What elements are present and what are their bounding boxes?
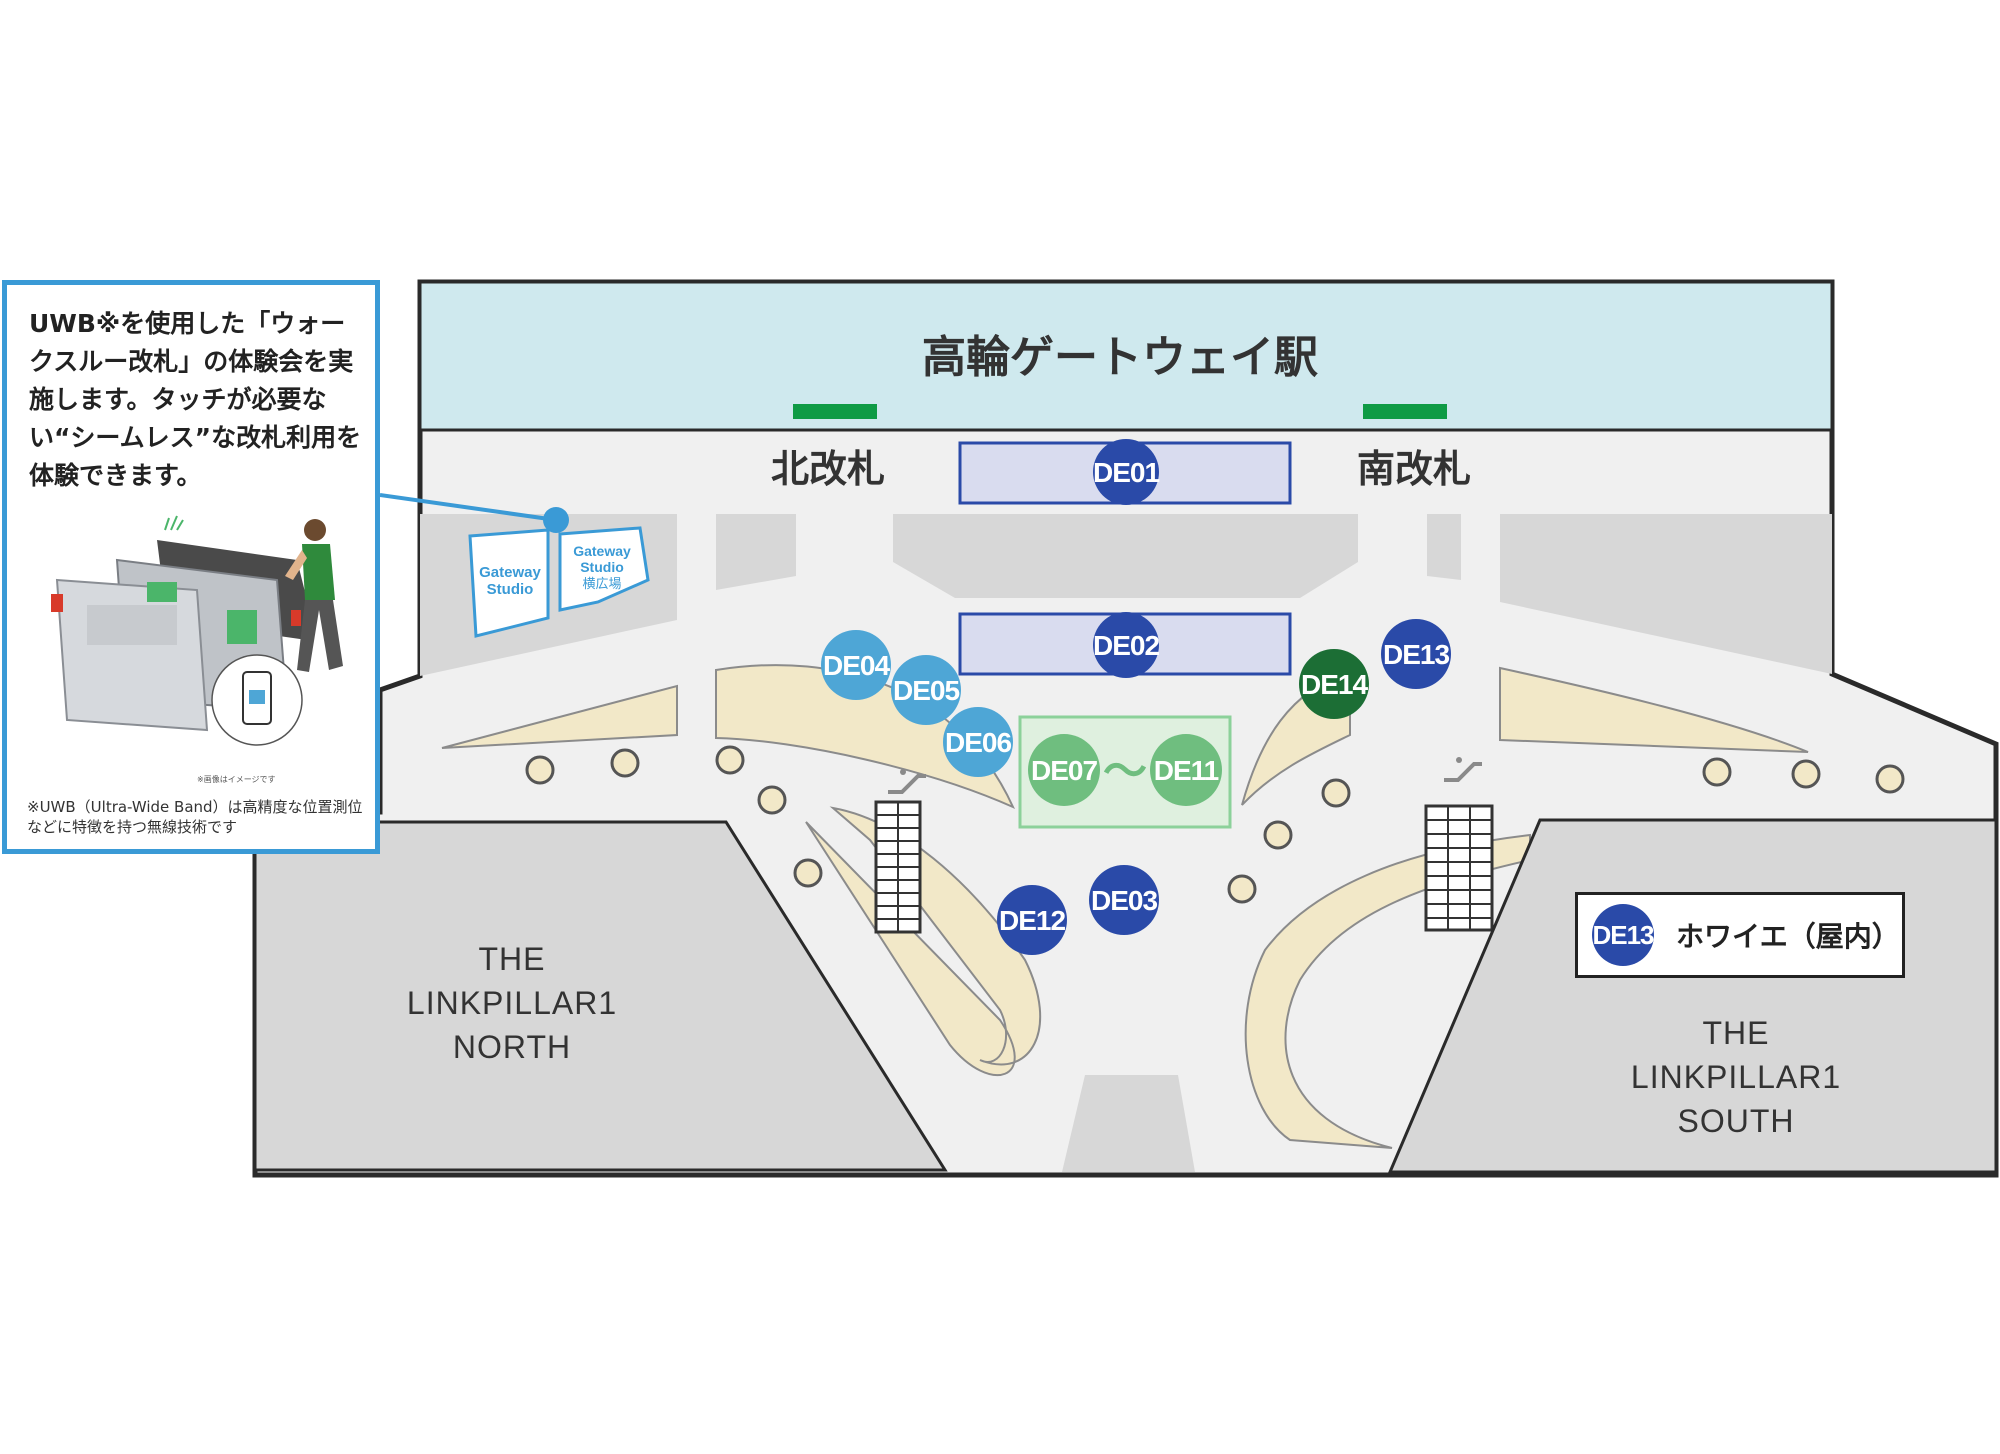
- block-south-pillar: [1427, 514, 1461, 580]
- spot-de12[interactable]: DE12: [997, 885, 1067, 955]
- column: [610, 748, 640, 778]
- escalator-icon-south: [1444, 757, 1482, 782]
- column: [525, 755, 555, 785]
- block-center: [893, 514, 1358, 598]
- info-callout: UWB※を使用した「ウォークスルー改札」の体験会を実施します。タッチが必要ない“…: [2, 280, 380, 854]
- gateway-studio-label: Gateway: [479, 564, 541, 581]
- image-note: ※画像はイメージです: [197, 775, 276, 784]
- path-south-wing: [1499, 666, 1809, 753]
- svg-text:DE03: DE03: [1091, 885, 1157, 916]
- column: [1875, 764, 1905, 794]
- gateway-studio-side-shape: [558, 526, 650, 612]
- gateway-studio-side-line2: Studio: [580, 559, 624, 575]
- north-building-line3: NORTH: [453, 1029, 571, 1065]
- south-gate-label: 南改札: [1357, 447, 1471, 491]
- svg-text:DE12: DE12: [999, 905, 1065, 936]
- column: [793, 858, 823, 888]
- gateway-studio-shape: [468, 528, 550, 638]
- columns: [525, 745, 1905, 904]
- gateway-studio-label-2: Studio: [487, 581, 534, 598]
- south-gate-mark: [1363, 404, 1447, 419]
- block-north-pillar: [716, 514, 796, 590]
- station-band: [418, 280, 1834, 432]
- svg-text:DE07: DE07: [1031, 755, 1097, 786]
- column: [1227, 874, 1257, 904]
- svg-text:DE02: DE02: [1093, 630, 1159, 661]
- north-building-line2: LINKPILLAR1: [407, 985, 617, 1021]
- north-building-line1: THE: [479, 941, 546, 977]
- path-north-wing: [441, 684, 678, 749]
- north-gate-mark: [793, 404, 877, 419]
- column: [1263, 820, 1293, 850]
- svg-text:DE13: DE13: [1383, 639, 1449, 670]
- legend-label: ホワイエ（屋内）: [1676, 920, 1900, 953]
- spot-de04[interactable]: DE04: [821, 630, 891, 700]
- range-mark: 〜: [1103, 746, 1147, 797]
- svg-text:DE05: DE05: [893, 675, 959, 706]
- station-name: 高輪ゲートウェイ駅: [922, 332, 1318, 383]
- legend: DE13 ホワイエ（屋内）: [1575, 892, 1905, 978]
- spot-de03[interactable]: DE03: [1089, 865, 1159, 935]
- svg-text:DE11: DE11: [1154, 755, 1219, 786]
- spot-de02[interactable]: DE02: [1093, 612, 1160, 678]
- escalator-south: [1424, 804, 1494, 932]
- column: [1321, 778, 1351, 808]
- info-text: UWB※を使用した「ウォークスルー改札」の体験会を実施します。タッチが必要ない“…: [29, 309, 362, 490]
- spot-de13[interactable]: DE13: [1381, 619, 1451, 689]
- escalator-icon-north: [888, 769, 926, 794]
- column: [715, 745, 745, 775]
- spot-de07[interactable]: DE07: [1028, 734, 1100, 806]
- south-building-line2: LINKPILLAR1: [1631, 1059, 1841, 1095]
- spot-de14[interactable]: DE14: [1299, 649, 1369, 719]
- column: [1702, 757, 1732, 787]
- south-building-line1: THE: [1703, 1015, 1770, 1051]
- south-building-line3: SOUTH: [1678, 1103, 1795, 1139]
- info-footnote: ※UWB（Ultra-Wide Band）は高精度な位置測位などに特徴を持つ無線…: [27, 798, 363, 836]
- path-south-loop: [1244, 833, 1531, 1149]
- svg-text:DE01: DE01: [1093, 457, 1159, 488]
- gateway-studio-side-line3: 横広場: [582, 577, 621, 592]
- svg-text:DE06: DE06: [945, 727, 1011, 758]
- spot-de01[interactable]: DE01: [1093, 439, 1160, 505]
- spot-de11[interactable]: DE11: [1150, 734, 1222, 806]
- callout-connector: [379, 493, 557, 522]
- column: [757, 785, 787, 815]
- center-block: [1062, 1075, 1195, 1172]
- block-south-upper: [1500, 514, 1832, 674]
- gateway-studio-side-line1: Gateway: [573, 543, 631, 559]
- svg-text:DE14: DE14: [1301, 669, 1368, 700]
- north-gate-label: 北改札: [771, 447, 885, 491]
- spot-de06[interactable]: DE06: [943, 707, 1013, 777]
- spot-de05[interactable]: DE05: [891, 655, 961, 725]
- svg-text:DE04: DE04: [823, 650, 890, 681]
- column: [1791, 759, 1821, 789]
- escalator-north: [874, 800, 922, 934]
- legend-badge: DE13: [1592, 904, 1655, 966]
- north-building: [253, 820, 948, 1172]
- walkthrough-gate-illustration: [51, 515, 343, 746]
- callout-dot: [543, 507, 569, 533]
